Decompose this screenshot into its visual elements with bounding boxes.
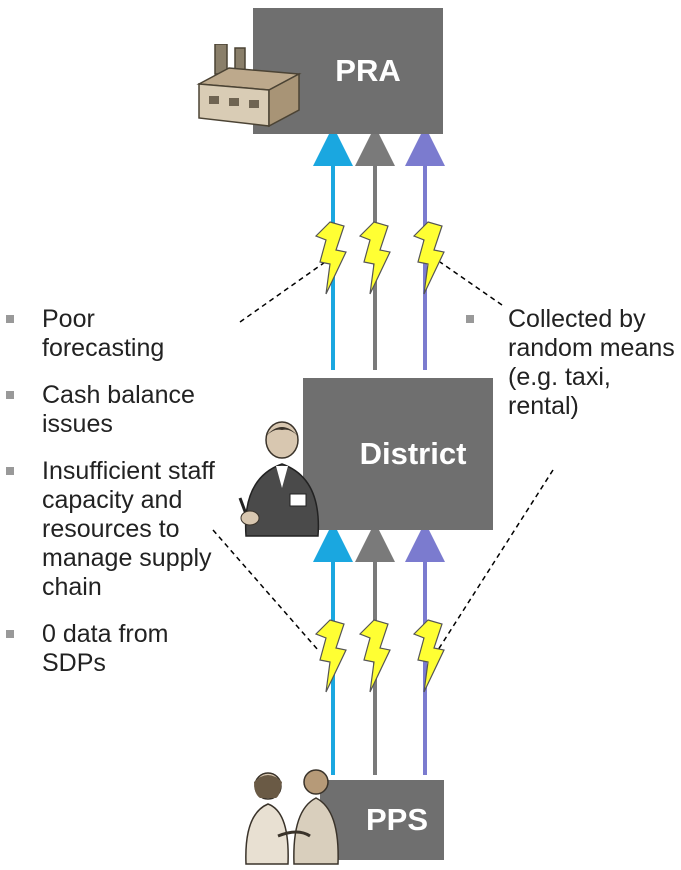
bullet-icon xyxy=(6,630,14,638)
lightning-icon xyxy=(314,619,347,693)
issue-text: Poor forecasting xyxy=(42,305,165,362)
lightning-icon xyxy=(358,221,391,295)
node-pps: PPS xyxy=(320,780,444,860)
list-item: Poor forecasting xyxy=(0,305,164,363)
node-pps-label: PPS xyxy=(365,802,429,837)
node-district: District xyxy=(303,378,493,530)
list-item: 0 data from SDPs xyxy=(0,620,212,678)
official-icon xyxy=(238,421,320,537)
people-icon xyxy=(245,769,339,865)
node-pra-label: PRA xyxy=(335,53,401,88)
lightning-icon xyxy=(412,221,445,295)
callout-line-collected-top xyxy=(439,261,503,306)
issue-text: Collected by random means (e.g. taxi, re… xyxy=(508,305,675,420)
bullet-icon xyxy=(6,315,14,323)
list-item: Insufficient staff capacity and resource… xyxy=(0,457,252,602)
right-issue: Collected by random means (e.g. taxi, re… xyxy=(466,305,681,421)
issue-text: Insufficient staff capacity and resource… xyxy=(42,457,215,601)
left-issue-list: Poor forecasting Cash balance issues Ins… xyxy=(0,305,260,696)
bullet-icon xyxy=(6,391,14,399)
list-item: Cash balance issues xyxy=(0,381,242,439)
bullet-icon xyxy=(6,467,14,475)
lightning-icon xyxy=(314,221,347,295)
factory-icon xyxy=(196,44,302,128)
issue-text: 0 data from SDPs xyxy=(42,620,169,677)
bullet-icon xyxy=(466,315,474,323)
issue-text: Cash balance issues xyxy=(42,381,195,438)
lightning-icon xyxy=(358,619,391,693)
node-district-label: District xyxy=(359,436,467,471)
lightning-icon xyxy=(412,619,445,693)
